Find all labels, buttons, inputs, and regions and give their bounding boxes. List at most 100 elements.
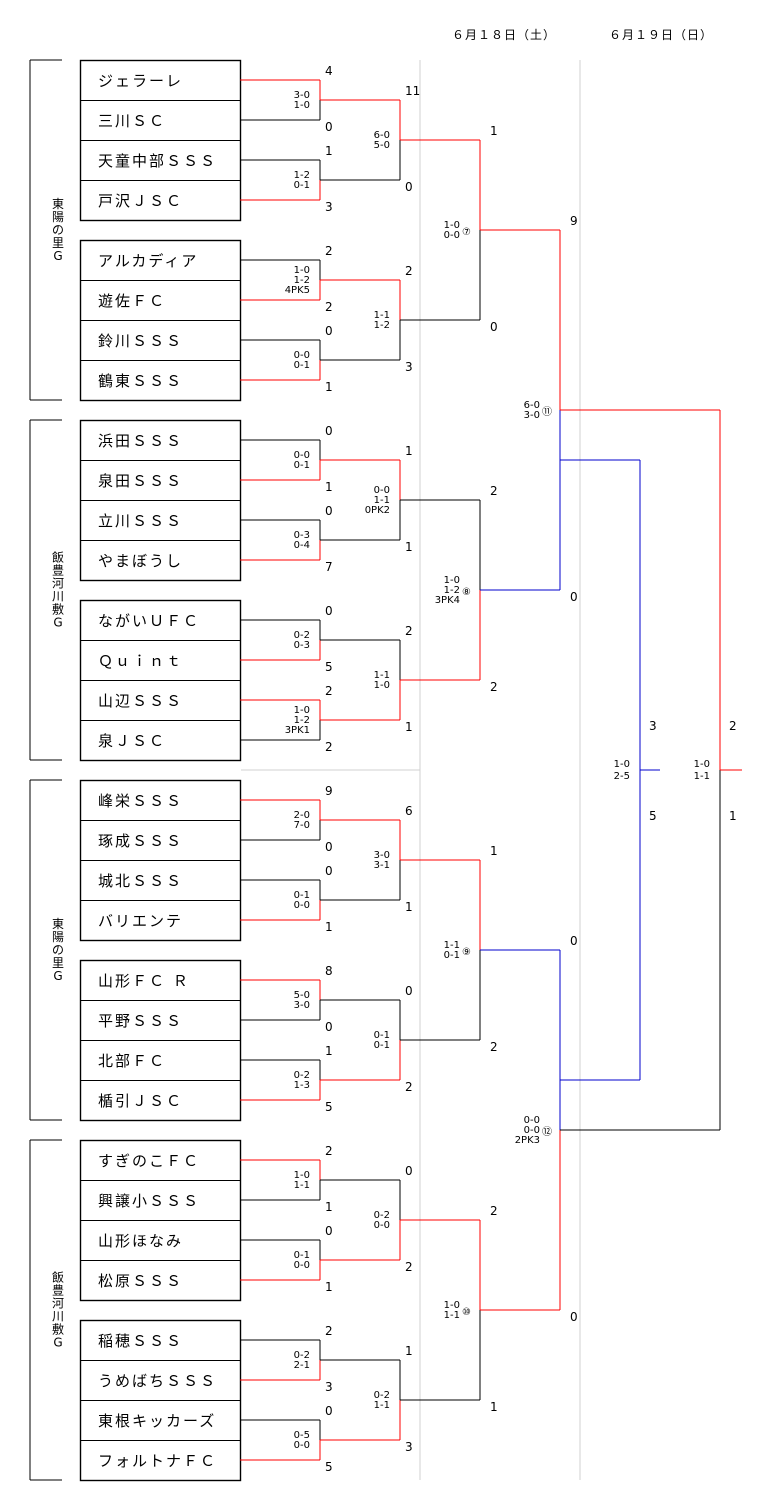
half-score: 1-0	[374, 680, 390, 691]
venue-char: 東	[52, 197, 64, 211]
score-bottom: 2	[405, 1260, 413, 1274]
team-name: 三川ＳＣ	[98, 112, 166, 130]
team-name: 山形ＦＣ Ｒ	[98, 972, 190, 990]
team-name: 東根キッカーズ	[98, 1412, 216, 1430]
team-box	[80, 820, 241, 861]
half-score: 3-1	[374, 860, 390, 871]
score-bottom: 2	[405, 1080, 413, 1094]
score-top: 2	[325, 1144, 333, 1158]
team-name: 琢成ＳＳＳ	[98, 832, 183, 850]
score-bottom: 1	[325, 480, 333, 494]
score-bottom: 0	[490, 320, 498, 334]
match-number: ⑪	[542, 406, 552, 418]
score-bottom: 5	[325, 1460, 333, 1474]
score-top: 0	[325, 604, 333, 618]
score-bottom: 2	[490, 1040, 498, 1054]
venue-char: 里	[52, 956, 64, 970]
half-score: 0-0	[294, 900, 310, 911]
team-name: ジェラーレ	[98, 72, 183, 90]
team-box	[80, 640, 241, 681]
team-box	[80, 280, 241, 321]
score-labels: 403-01-0131-20-1221-01-24PK5010-00-1010-…	[285, 64, 737, 1474]
score-bottom: 1	[325, 920, 333, 934]
half-score: 1-1	[444, 940, 460, 951]
half-score: 1-0	[294, 100, 310, 111]
half-score: 0-0	[374, 1220, 390, 1231]
venue-char: 河	[52, 1297, 64, 1311]
team-name: 泉田ＳＳＳ	[98, 472, 183, 490]
venue-char: 川	[52, 1310, 64, 1324]
team-box	[80, 460, 241, 501]
half-score: 0-0	[294, 350, 310, 361]
score-bottom: 3	[325, 200, 333, 214]
half-score: 1-1	[374, 670, 390, 681]
team-group-border	[79, 1319, 242, 1482]
half-score: 1-0	[294, 1170, 310, 1181]
score-top: 11	[405, 84, 420, 98]
half-score: 3-0	[294, 90, 310, 101]
score-top: 1	[490, 844, 498, 858]
bracket-lines	[29, 59, 742, 1481]
half-score: 1-1	[694, 771, 710, 782]
half-score: 0-2	[294, 1350, 310, 1361]
team-name: 立川ＳＳＳ	[98, 512, 183, 530]
score-bottom: 0	[325, 120, 333, 134]
team-name: アルカディア	[98, 252, 198, 270]
half-score: 0-2	[294, 630, 310, 641]
half-score: 1-2	[444, 585, 460, 596]
half-score: 3-0	[524, 410, 540, 421]
team-box	[80, 1320, 241, 1361]
half-score: 0-3	[294, 640, 310, 651]
team-name: 鶴東ＳＳＳ	[98, 372, 183, 390]
score-top: 9	[570, 214, 578, 228]
team-name: 山形ほなみ	[98, 1232, 183, 1250]
team-name: 遊佐ＦＣ	[98, 292, 166, 310]
score-bottom: 7	[325, 560, 333, 574]
team-name: やまぼうし	[98, 552, 183, 570]
half-score: 1-0	[444, 575, 460, 586]
score-top: 2	[325, 1324, 333, 1338]
team-name: 北部ＦＣ	[98, 1052, 166, 1070]
score-top: 0	[405, 984, 413, 998]
venue-char: 河	[52, 577, 64, 591]
team-name: 松原ＳＳＳ	[98, 1272, 183, 1290]
team-box	[80, 100, 241, 141]
half-score: 0-1	[444, 950, 460, 961]
score-top: 0	[325, 504, 333, 518]
team-list: ジェラーレ三川ＳＣ天童中部ＳＳＳ戸沢ＪＳＣアルカディア遊佐ＦＣ鈴川ＳＳＳ鶴東ＳＳ…	[79, 59, 242, 1482]
half-score: 1-3	[294, 1080, 310, 1091]
half-score: 0-1	[294, 360, 310, 371]
team-group-border	[79, 239, 242, 402]
score-top: 0	[405, 1164, 413, 1178]
team-box	[80, 500, 241, 541]
score-top: 2	[405, 624, 413, 638]
team-name: バリエンテ	[98, 912, 183, 930]
team-name: 浜田ＳＳＳ	[98, 432, 183, 450]
half-score: 0-2	[374, 1390, 390, 1401]
venue-char: G	[53, 969, 62, 983]
half-score: 1-0	[444, 220, 460, 231]
score-bottom: 1	[325, 380, 333, 394]
day1-header: ６月１８日（土）	[452, 28, 556, 42]
half-score: 0-3	[294, 530, 310, 541]
venue-char: 敷	[52, 602, 64, 617]
score-bottom: 3	[405, 360, 413, 374]
score-bottom: 1	[405, 540, 413, 554]
score-bottom: 0	[325, 840, 333, 854]
team-group-border	[79, 959, 242, 1122]
half-score: 0-2	[374, 1210, 390, 1221]
venue-char: 豊	[52, 1284, 64, 1298]
half-score: 3-0	[374, 850, 390, 861]
venue-char: 敷	[52, 1322, 64, 1337]
half-score: 1-1	[294, 1180, 310, 1191]
team-group-border	[79, 419, 242, 582]
team-box	[80, 1220, 241, 1261]
half-score: 0-1	[374, 1040, 390, 1051]
venue-char: 東	[52, 917, 64, 931]
score-bottom: 3	[325, 1380, 333, 1394]
score-bottom: 1	[405, 720, 413, 734]
half-score: 1-0	[294, 265, 310, 276]
half-score: 0-0	[444, 230, 460, 241]
team-name: 戸沢ＪＳＣ	[98, 192, 183, 210]
match-number: ⑧	[462, 587, 471, 598]
